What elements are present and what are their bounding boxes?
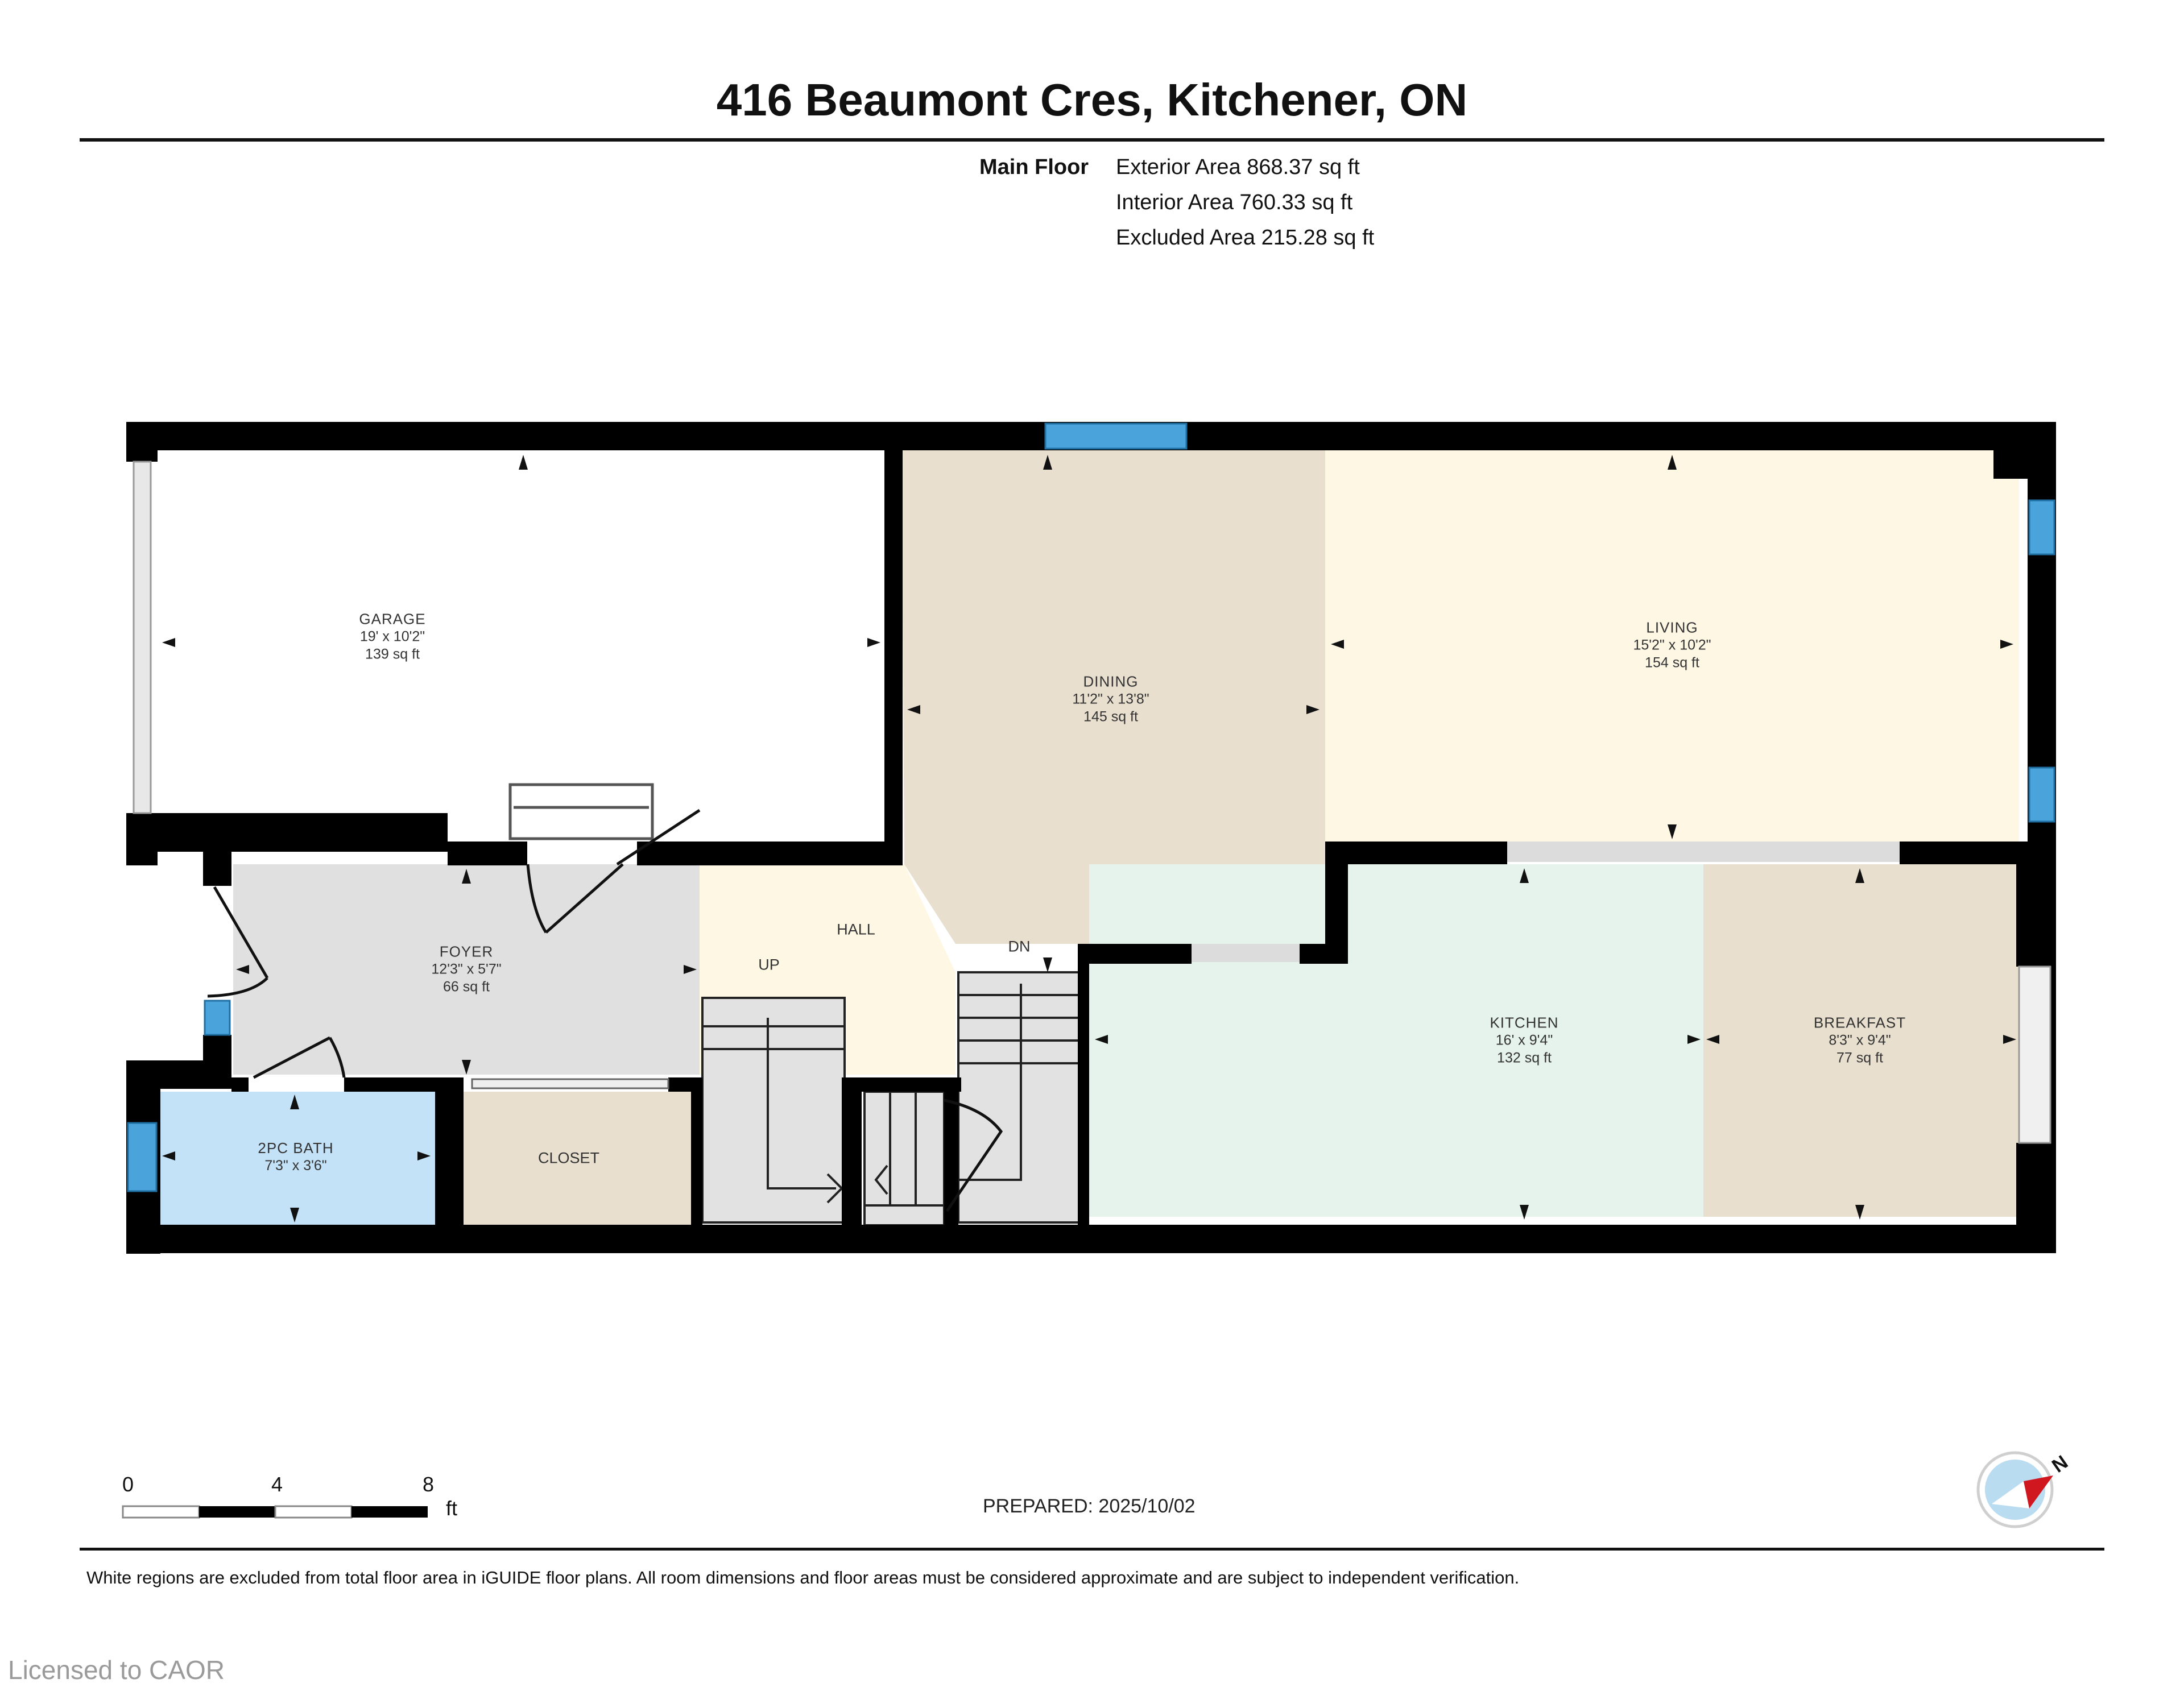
scale-bar-labels: 0 4 8	[0, 1473, 512, 1501]
room-foyer: FOYER 12'3" x 5'7" 66 sq ft	[431, 943, 501, 996]
compass-icon	[1976, 1451, 2054, 1528]
room-breakfast: BREAKFAST 8'3" x 9'4" 77 sq ft	[1814, 1014, 1906, 1067]
scale-tick-4: 4	[271, 1473, 283, 1496]
room-name: BREAKFAST	[1813, 1014, 1906, 1031]
room-area: 77 sq ft	[1836, 1050, 1883, 1066]
closet-fill	[446, 1092, 691, 1225]
room-name: DINING	[1083, 673, 1139, 690]
scale-unit: ft	[446, 1497, 458, 1520]
room-garage: GARAGE 19' x 10'2" 139 sq ft	[359, 611, 425, 664]
room-area: 154 sq ft	[1645, 654, 1699, 671]
kitchen-fill	[1089, 864, 1703, 1217]
room-name: 2PC BATH	[258, 1139, 334, 1157]
room-dims: 16' x 9'4"	[1495, 1032, 1553, 1048]
room-dims: 7'3" x 3'6"	[264, 1158, 327, 1174]
interior-area: Interior Area 760.33 sq ft	[1116, 190, 1353, 214]
title-divider	[80, 138, 2104, 142]
room-closet: CLOSET	[537, 1149, 600, 1167]
footer-divider	[80, 1548, 2104, 1551]
room-name: GARAGE	[359, 610, 426, 628]
garage-fill	[156, 449, 884, 819]
room-name: KITCHEN	[1490, 1014, 1559, 1031]
room-area: 139 sq ft	[365, 646, 420, 662]
room-dims: 15'2" x 10'2"	[1633, 637, 1711, 653]
stairs-up-label: UP	[758, 956, 780, 973]
scale-tick-0: 0	[122, 1473, 134, 1496]
foyer-fill	[233, 864, 700, 1075]
room-kitchen: KITCHEN 16' x 9'4" 132 sq ft	[1490, 1014, 1558, 1067]
room-area: 66 sq ft	[443, 979, 490, 995]
room-area: 132 sq ft	[1497, 1050, 1552, 1066]
room-living: LIVING 15'2" x 10'2" 154 sq ft	[1633, 619, 1711, 672]
dining-fill	[901, 449, 1325, 944]
exterior-area: Exterior Area 868.37 sq ft	[1116, 155, 1360, 179]
room-dims: 12'3" x 5'7"	[431, 961, 502, 977]
bath-fill	[156, 1092, 435, 1225]
disclaimer-text: White regions are excluded from total fl…	[86, 1568, 1520, 1587]
floor-name: Main Floor	[979, 155, 1089, 179]
room-name: LIVING	[1646, 619, 1698, 636]
living-fill	[1325, 449, 2019, 842]
room-name: FOYER	[439, 943, 494, 960]
room-dims: 19' x 10'2"	[359, 628, 425, 645]
room-bath: 2PC BATH 7'3" x 3'6"	[258, 1139, 333, 1175]
room-dims: 11'2" x 13'8"	[1072, 691, 1149, 707]
room-dining: DINING 11'2" x 13'8" 145 sq ft	[1072, 673, 1149, 726]
breakfast-fill	[1703, 864, 2019, 1217]
stairs-down-label: DN	[1008, 938, 1031, 955]
license-watermark: Licensed to CAOR	[8, 1655, 225, 1685]
prepared-date: PREPARED: 2025/10/02	[983, 1495, 1196, 1517]
room-dims: 8'3" x 9'4"	[1829, 1032, 1891, 1048]
room-area: 145 sq ft	[1083, 708, 1138, 725]
room-hall: HALL	[837, 921, 875, 938]
scale-tick-8: 8	[422, 1473, 435, 1496]
page-title: 416 Beaumont Cres, Kitchener, ON	[716, 74, 1468, 125]
scale-bar	[122, 1505, 428, 1519]
excluded-area: Excluded Area 215.28 sq ft	[1116, 226, 1375, 250]
